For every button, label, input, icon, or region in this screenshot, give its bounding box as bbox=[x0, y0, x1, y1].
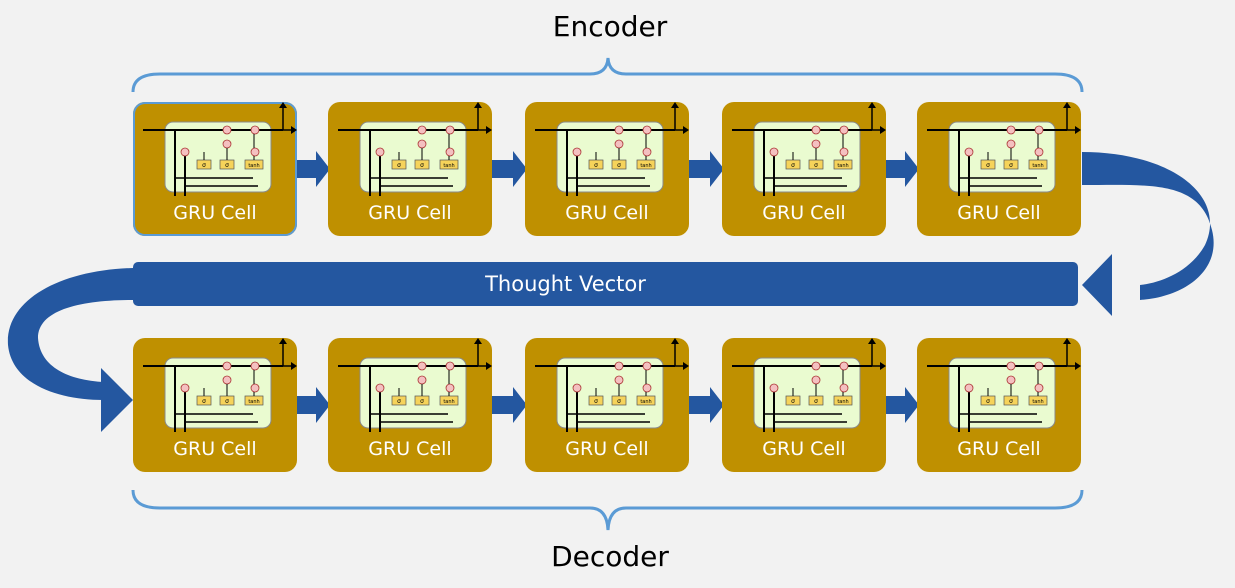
svg-text:σ: σ bbox=[397, 162, 401, 169]
svg-text:tanh: tanh bbox=[248, 399, 259, 405]
svg-text:σ: σ bbox=[791, 398, 795, 405]
gru-cell-label: GRU Cell bbox=[368, 438, 452, 460]
svg-text:σ: σ bbox=[397, 398, 401, 405]
decoder-arrow-2 bbox=[492, 387, 527, 423]
encoder-gru-cell-3: σ σ tanh GRU Cell bbox=[525, 102, 689, 236]
thought-vector: Thought Vector bbox=[133, 262, 1078, 306]
gru-cell-label: GRU Cell bbox=[173, 438, 257, 460]
gru-schematic-icon: σ σ tanh bbox=[338, 102, 492, 196]
svg-text:tanh: tanh bbox=[837, 163, 848, 169]
encoder-arrows bbox=[297, 151, 919, 187]
encoder-arrow-4 bbox=[886, 151, 919, 187]
gru-cell-label: GRU Cell bbox=[368, 202, 452, 224]
encoder-brace bbox=[131, 57, 1084, 93]
decoder-gru-cell-5: σ σ tanh GRU Cell bbox=[917, 338, 1081, 472]
gru-schematic-icon: σ σ tanh bbox=[338, 338, 492, 432]
encoder-gru-cell-1: σ σ tanh GRU Cell bbox=[133, 102, 297, 236]
svg-text:σ: σ bbox=[814, 162, 818, 169]
svg-text:tanh: tanh bbox=[443, 399, 454, 405]
gru-cell-label: GRU Cell bbox=[173, 202, 257, 224]
svg-text:σ: σ bbox=[225, 162, 229, 169]
gru-schematic-icon: σ σ tanh bbox=[143, 338, 297, 432]
gru-cell-label: GRU Cell bbox=[762, 202, 846, 224]
svg-text:σ: σ bbox=[1009, 398, 1013, 405]
svg-text:σ: σ bbox=[814, 398, 818, 405]
decoder-gru-cell-3: σ σ tanh GRU Cell bbox=[525, 338, 689, 472]
svg-text:σ: σ bbox=[617, 162, 621, 169]
svg-text:σ: σ bbox=[1009, 162, 1013, 169]
encoder-gru-cell-5: σ σ tanh GRU Cell bbox=[917, 102, 1081, 236]
thought-to-decoder-arrow bbox=[7, 268, 133, 400]
gru-cell-label: GRU Cell bbox=[565, 438, 649, 460]
gru-schematic-icon: σ σ tanh bbox=[143, 102, 297, 196]
decoder-brace bbox=[131, 489, 1084, 531]
svg-text:tanh: tanh bbox=[837, 399, 848, 405]
gru-schematic-icon: σ σ tanh bbox=[927, 102, 1081, 196]
svg-text:tanh: tanh bbox=[640, 399, 651, 405]
svg-text:σ: σ bbox=[420, 398, 424, 405]
gru-schematic-icon: σ σ tanh bbox=[535, 338, 689, 432]
decoder-arrow-4 bbox=[886, 387, 919, 423]
decoder-arrow-1 bbox=[297, 387, 330, 423]
decoder-arrows bbox=[297, 387, 919, 423]
svg-text:tanh: tanh bbox=[443, 163, 454, 169]
svg-text:tanh: tanh bbox=[1032, 163, 1043, 169]
encoder-gru-cell-4: σ σ tanh GRU Cell bbox=[722, 102, 886, 236]
svg-text:σ: σ bbox=[986, 398, 990, 405]
encoder-arrow-2 bbox=[492, 151, 527, 187]
svg-text:σ: σ bbox=[225, 398, 229, 405]
thought-to-decoder-arrowhead bbox=[101, 368, 133, 432]
decoder-arrow-3 bbox=[689, 387, 724, 423]
thought-vector-label: Thought Vector bbox=[485, 272, 646, 296]
gru-cell-label: GRU Cell bbox=[957, 438, 1041, 460]
encoder-to-thought-arrowhead bbox=[1082, 254, 1112, 316]
encoder-to-thought-arrow bbox=[1082, 152, 1214, 300]
svg-text:tanh: tanh bbox=[1032, 399, 1043, 405]
gru-cell-label: GRU Cell bbox=[762, 438, 846, 460]
decoder-gru-cell-2: σ σ tanh GRU Cell bbox=[328, 338, 492, 472]
svg-text:σ: σ bbox=[594, 162, 598, 169]
svg-text:σ: σ bbox=[594, 398, 598, 405]
gru-cell-label: GRU Cell bbox=[565, 202, 649, 224]
svg-text:tanh: tanh bbox=[640, 163, 651, 169]
svg-text:σ: σ bbox=[420, 162, 424, 169]
decoder-title: Decoder bbox=[551, 540, 669, 573]
gru-schematic-icon: σ σ tanh bbox=[535, 102, 689, 196]
gru-schematic-icon: σ σ tanh bbox=[732, 102, 886, 196]
encoder-title: Encoder bbox=[552, 10, 668, 43]
svg-text:σ: σ bbox=[202, 398, 206, 405]
gru-schematic-icon: σ σ tanh bbox=[732, 338, 886, 432]
decoder-gru-cell-1: σ σ tanh GRU Cell bbox=[133, 338, 297, 472]
svg-text:σ: σ bbox=[617, 398, 621, 405]
encoder-gru-cell-2: σ σ tanh GRU Cell bbox=[328, 102, 492, 236]
gru-cell-label: GRU Cell bbox=[957, 202, 1041, 224]
encoder-arrow-1 bbox=[297, 151, 330, 187]
svg-text:σ: σ bbox=[202, 162, 206, 169]
decoder-gru-cell-4: σ σ tanh GRU Cell bbox=[722, 338, 886, 472]
encoder-arrow-3 bbox=[689, 151, 724, 187]
svg-text:tanh: tanh bbox=[248, 163, 259, 169]
svg-text:σ: σ bbox=[986, 162, 990, 169]
svg-text:σ: σ bbox=[791, 162, 795, 169]
gru-schematic-icon: σ σ tanh bbox=[927, 338, 1081, 432]
